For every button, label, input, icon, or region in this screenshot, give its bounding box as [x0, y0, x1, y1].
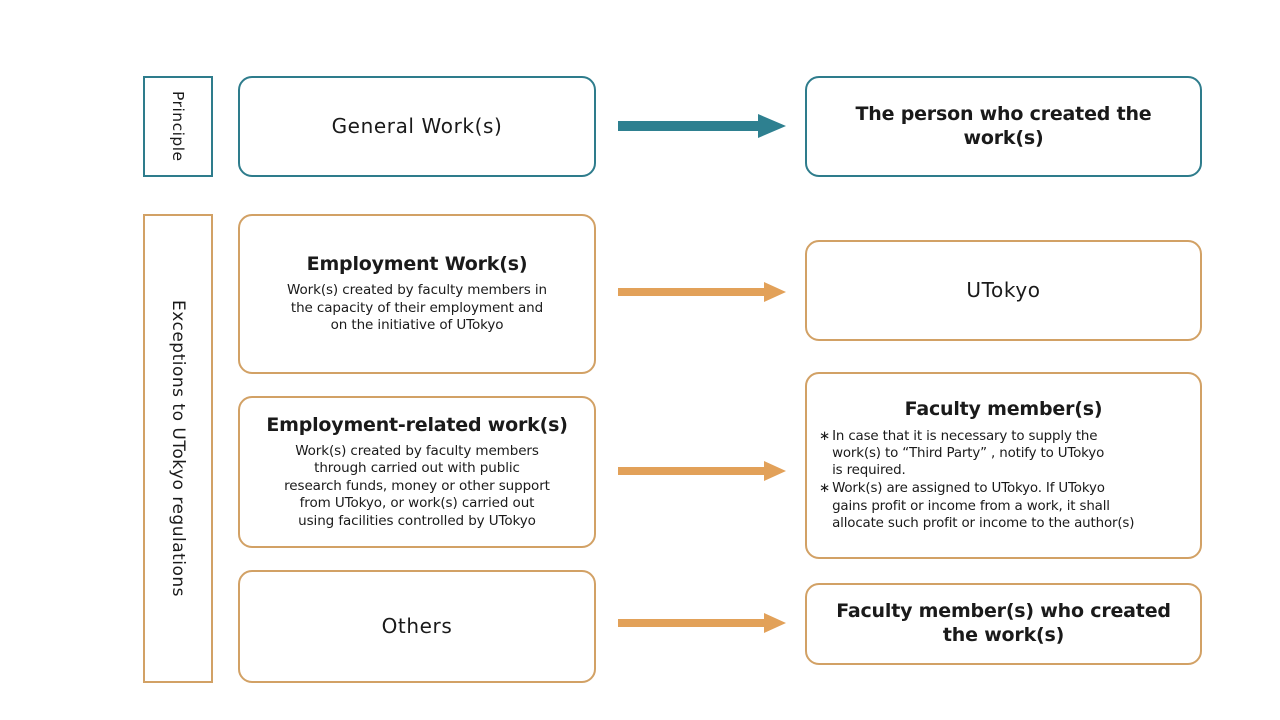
- note-line: allocate such profit or income to the au…: [832, 515, 1135, 531]
- faculty-note-item: ∗ Work(s) are assigned to UTokyo. If UTo…: [819, 480, 1188, 531]
- faculty-notes-list: ∗ In case that it is necessary to supply…: [817, 428, 1190, 533]
- box-general-works-title: General Work(s): [331, 114, 503, 138]
- box-others: Others: [238, 570, 596, 683]
- box-employment-works: Employment Work(s) Work(s) created by fa…: [238, 214, 596, 374]
- note-line: Work(s) are assigned to UTokyo. If UToky…: [832, 481, 1105, 497]
- arrow-right-icon: [618, 282, 786, 302]
- box-employment-works-title: Employment Work(s): [306, 253, 528, 276]
- note-line: is required.: [832, 463, 906, 479]
- body-line: using facilities controlled by UTokyo: [298, 512, 536, 529]
- arrow-right-icon: [618, 114, 786, 138]
- faculty-note-item: ∗ In case that it is necessary to supply…: [819, 428, 1188, 479]
- category-bar-exceptions: Exceptions to UTokyo regulations: [143, 214, 213, 683]
- box-general-works: General Work(s): [238, 76, 596, 177]
- category-bar-principle: Principle: [143, 76, 213, 177]
- body-line: through carried out with public: [314, 460, 520, 477]
- note-line: gains profit or income from a work, it s…: [832, 498, 1110, 514]
- box-person-who-created: The person who created the work(s): [805, 76, 1202, 177]
- arrow-right-icon: [618, 613, 786, 633]
- body-line: from UTokyo, or work(s) carried out: [299, 495, 535, 512]
- box-utokyo-title: UTokyo: [966, 278, 1041, 302]
- body-line: research funds, money or other support: [284, 477, 550, 494]
- asterisk-icon: ∗: [819, 481, 831, 497]
- box-faculty-members: Faculty member(s) ∗ In case that it is n…: [805, 372, 1202, 559]
- box-employment-related-works-body: Work(s) created by faculty members throu…: [284, 443, 550, 531]
- box-faculty-members-who-created-title: Faculty member(s) who created the work(s…: [817, 600, 1190, 648]
- box-employment-works-body: Work(s) created by faculty members in th…: [287, 282, 547, 335]
- category-label-exceptions: Exceptions to UTokyo regulations: [168, 299, 188, 598]
- arrow-right-icon: [618, 461, 786, 481]
- title-line: created the work(s): [963, 102, 1152, 149]
- note-line: In case that it is necessary to supply t…: [832, 428, 1098, 444]
- body-line: Work(s) created by faculty members: [295, 442, 539, 459]
- box-person-who-created-title: The person who created the work(s): [817, 103, 1190, 151]
- asterisk-icon: ∗: [819, 428, 831, 444]
- faculty-note-text: Work(s) are assigned to UTokyo. If UToky…: [832, 480, 1188, 531]
- box-others-title: Others: [381, 614, 453, 638]
- faculty-note-text: In case that it is necessary to supply t…: [832, 428, 1188, 479]
- title-line: Faculty member(s) who: [836, 600, 1084, 623]
- title-line: created the work(s): [942, 600, 1171, 646]
- body-line: Work(s) created by faculty members in: [287, 282, 547, 299]
- box-faculty-members-who-created: Faculty member(s) who created the work(s…: [805, 583, 1202, 665]
- box-employment-related-works: Employment-related work(s) Work(s) creat…: [238, 396, 596, 548]
- category-label-principle: Principle: [169, 91, 187, 162]
- title-line: The person who: [855, 102, 1024, 125]
- box-employment-related-works-title: Employment-related work(s): [266, 413, 568, 436]
- box-faculty-members-title: Faculty member(s): [904, 398, 1103, 421]
- body-line: on the initiative of UTokyo: [330, 317, 504, 334]
- box-utokyo: UTokyo: [805, 240, 1202, 341]
- note-line: work(s) to “Third Party” , notify to UTo…: [832, 446, 1105, 462]
- body-line: the capacity of their employment and: [290, 299, 544, 316]
